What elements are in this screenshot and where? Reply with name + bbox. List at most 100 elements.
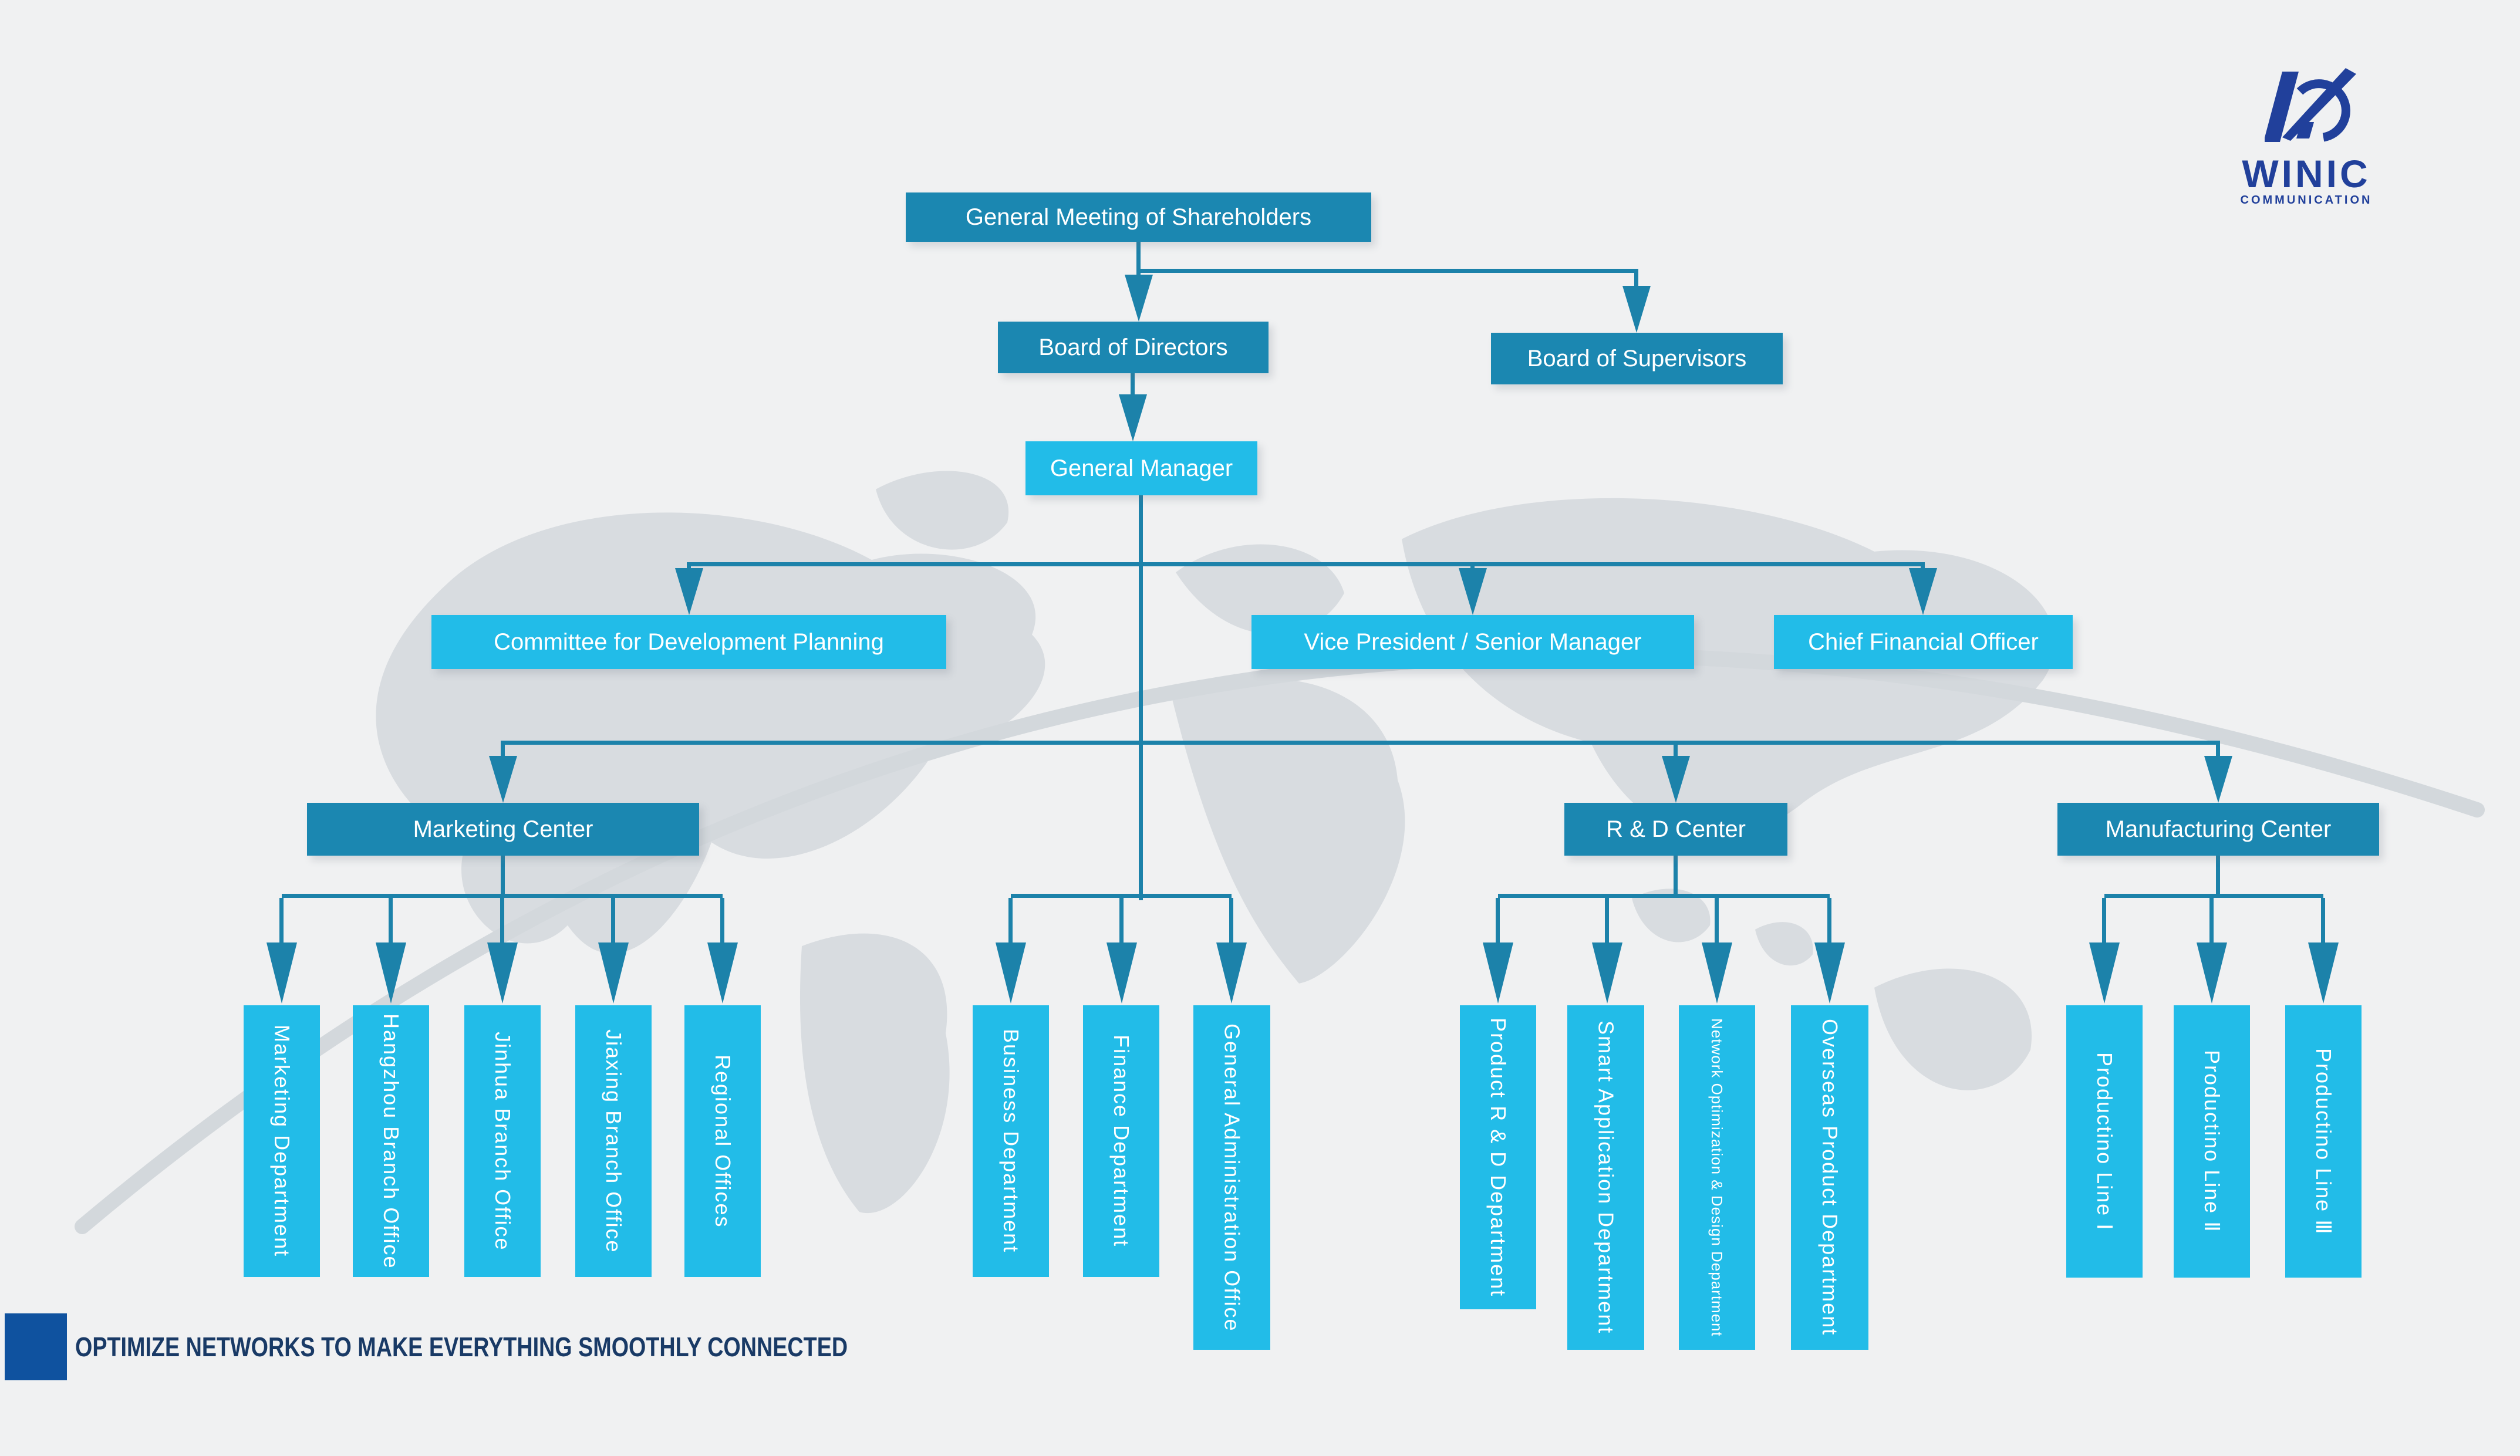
arrow-down-icon [487,942,518,1004]
org-node-cfo: Chief Financial Officer [1774,615,2073,669]
org-node-label: Regional Offices [711,1054,735,1228]
logo-wordmark: WINIC [2242,152,2371,195]
connector [1470,562,1475,573]
org-node-general-manager: General Manager [1025,441,1257,495]
connector [501,856,505,898]
connector [611,898,615,945]
org-node-network-optimization-design-department: Network Optimization & Design Department [1679,1005,1755,1350]
arrow-down-icon [266,942,297,1004]
org-node-label: Board of Directors [1038,334,1228,360]
connector [1921,562,1925,573]
org-node-jiaxing-branch-office: Jiaxing Branch Office [575,1005,652,1277]
org-node-production-line-3: Productino Line Ⅲ [2285,1005,2362,1278]
arrow-down-icon [1483,942,1513,1004]
org-node-board-of-directors: Board of Directors [998,322,1269,373]
connector [2216,856,2220,898]
org-node-committee-development-planning: Committee for Development Planning [431,615,946,669]
connector [687,562,691,573]
org-node-label: Finance Department [1109,1035,1134,1248]
connector [1136,242,1141,277]
org-node-general-administration-office: General Administration Office [1193,1005,1270,1350]
connector [1136,269,1637,273]
org-node-production-line-1: Productino Line Ⅰ [2066,1005,2143,1278]
tagline-square-icon [5,1313,67,1380]
connector [2104,894,2323,898]
org-node-label: General Meeting of Shareholders [965,204,1312,230]
connector [1715,898,1719,945]
arrow-down-icon [376,942,406,1004]
arrow-down-icon [598,942,629,1004]
arrow-down-icon [1592,942,1622,1004]
org-node-label: Productino Line Ⅰ [2093,1052,2117,1231]
arrow-down-icon [675,568,703,615]
connector [1229,898,1233,945]
arrow-down-icon [2089,942,2120,1004]
connector [500,898,504,945]
connector [1605,898,1609,945]
org-node-board-of-supervisors: Board of Supervisors [1491,333,1783,384]
tagline-text: OPTIMIZE NETWORKS TO MAKE EVERYTHING SMO… [75,1332,848,1362]
arrow-down-icon [489,756,517,803]
connector [1131,373,1135,397]
connector [1827,898,1831,945]
org-node-label: Marketing Center [413,816,593,842]
arrow-down-icon [1216,942,1247,1004]
arrow-down-icon [1909,568,1937,615]
arrow-down-icon [2204,756,2232,803]
org-node-jinhua-branch-office: Jinhua Branch Office [464,1005,541,1277]
arrow-down-icon [1459,568,1487,615]
connector [2216,741,2220,759]
org-node-label: General Administration Office [1220,1023,1244,1332]
connector [1674,856,1678,898]
org-node-label: Hangzhou Branch Office [379,1013,403,1269]
org-node-rd-center: R & D Center [1564,803,1787,856]
org-node-label: R & D Center [1606,816,1746,842]
org-node-hangzhou-branch-office: Hangzhou Branch Office [353,1005,429,1277]
arrow-down-icon [707,942,738,1004]
org-node-label: General Manager [1050,455,1233,481]
org-node-overseas-product-department: Overseas Product Department [1791,1005,1868,1350]
org-node-label: Marketing Department [270,1025,294,1258]
org-node-label: Network Optimization & Design Department [1708,1018,1726,1337]
connector [1496,898,1500,945]
org-node-business-department: Business Department [973,1005,1049,1277]
org-node-marketing-department: Marketing Department [244,1005,320,1277]
arrow-down-icon [1119,394,1147,441]
connector [689,562,1923,566]
org-node-finance-department: Finance Department [1083,1005,1159,1277]
winic-logo-icon [2265,68,2356,142]
arrow-down-icon [2197,942,2227,1004]
org-node-label: Chief Financial Officer [1808,629,2039,655]
arrow-down-icon [1622,286,1651,333]
connector [2321,898,2325,945]
connector [2102,898,2106,945]
connector [1139,495,1143,900]
org-node-label: Product R & D Department [1486,1017,1510,1298]
connector [389,898,393,945]
org-node-label: Vice President / Senior Manager [1304,629,1642,655]
arrow-down-icon [996,942,1026,1004]
logo-subtitle: COMMUNICATION [2240,194,2373,207]
connector [1674,741,1678,759]
arrow-down-icon [1814,942,1845,1004]
arrow-down-icon [1125,275,1153,322]
org-node-label: Smart Application Department [1594,1021,1618,1335]
org-node-label: Jinhua Branch Office [491,1031,515,1251]
connector [1119,898,1124,945]
connector [503,741,2218,745]
org-node-smart-application-department: Smart Application Department [1567,1005,1644,1350]
org-node-label: Jiaxing Branch Office [602,1029,626,1254]
org-node-label: Productino Line Ⅲ [2312,1048,2336,1235]
org-node-label: Committee for Development Planning [494,629,884,655]
connector [1498,894,1830,898]
org-node-marketing-center: Marketing Center [307,803,699,856]
org-node-production-line-2: Productino Line Ⅱ [2174,1005,2250,1278]
arrow-down-icon [1106,942,1137,1004]
connector [2209,898,2214,945]
connector [279,898,284,945]
org-node-label: Manufacturing Center [2105,816,2332,842]
connector [1008,898,1013,945]
org-node-regional-offices: Regional Offices [684,1005,761,1277]
